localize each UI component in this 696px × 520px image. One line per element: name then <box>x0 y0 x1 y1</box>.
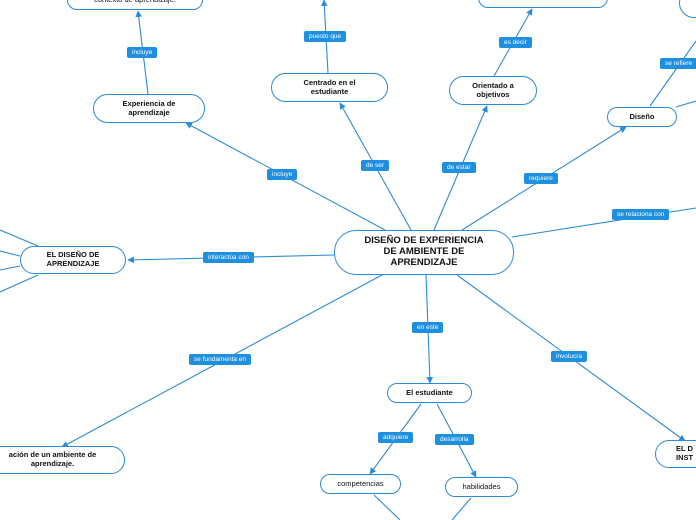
connector-left-4 <box>0 274 39 293</box>
label-de-estar: de estar <box>442 162 476 174</box>
connector-habilidades-down <box>451 497 472 520</box>
label-se-refiere: se refiere <box>660 58 696 70</box>
connector-left-2 <box>0 250 21 257</box>
label-se-fundamenta: se fundamenta en <box>189 354 252 366</box>
connector-left-1 <box>0 229 39 247</box>
label-en-este: en este <box>412 322 444 334</box>
label-puesto-que: puesto que <box>304 31 347 43</box>
instruccional-partial-node[interactable]: EL D INST <box>655 440 696 468</box>
centrado-node[interactable]: Centrado en el estudiante <box>271 73 388 102</box>
connector-competencias-down <box>373 494 401 520</box>
label-requiere: requiere <box>524 173 558 185</box>
creacion-ambiente-node[interactable]: ación de un ambiente de aprendizaje. <box>0 446 125 474</box>
competencias-node[interactable]: competencias <box>320 474 401 494</box>
habilidades-node[interactable]: habilidades <box>445 477 518 497</box>
contexto-node[interactable]: contexto de aprendizaje. <box>67 0 203 10</box>
label-es-decir: es decir <box>499 37 532 49</box>
label-se-relaciona: se relaciona con <box>612 209 670 221</box>
connector-left-3 <box>0 265 21 271</box>
label-incluye-top: incluye <box>127 47 158 59</box>
label-incluye-mid: incluye <box>267 169 298 181</box>
resultados-node[interactable]: en unos resultados. <box>478 0 608 8</box>
main-topic-node[interactable]: DISEÑO DE EXPERIENCIA DE AMBIENTE DE APR… <box>334 230 514 275</box>
experiencia-node[interactable]: Experiencia de aprendizaje <box>93 94 205 123</box>
diseno-node[interactable]: Diseño <box>607 107 677 127</box>
label-de-ser: de ser <box>361 160 390 172</box>
label-involucra: involucra <box>551 351 588 363</box>
label-adquiere: adquiere <box>378 432 414 444</box>
orientado-node[interactable]: Orientado a objetivos <box>449 76 537 105</box>
connector-diseno-right <box>675 100 696 108</box>
el-diseno-de-aprendizaje-node[interactable]: EL DISEÑO DE APRENDIZAJE <box>20 246 126 274</box>
estudiante-node[interactable]: El estudiante <box>387 383 472 403</box>
connector-se-refiere <box>649 40 696 107</box>
label-interactua: interactúa con <box>203 252 254 264</box>
label-desarrolla: desarrolla <box>435 434 474 446</box>
